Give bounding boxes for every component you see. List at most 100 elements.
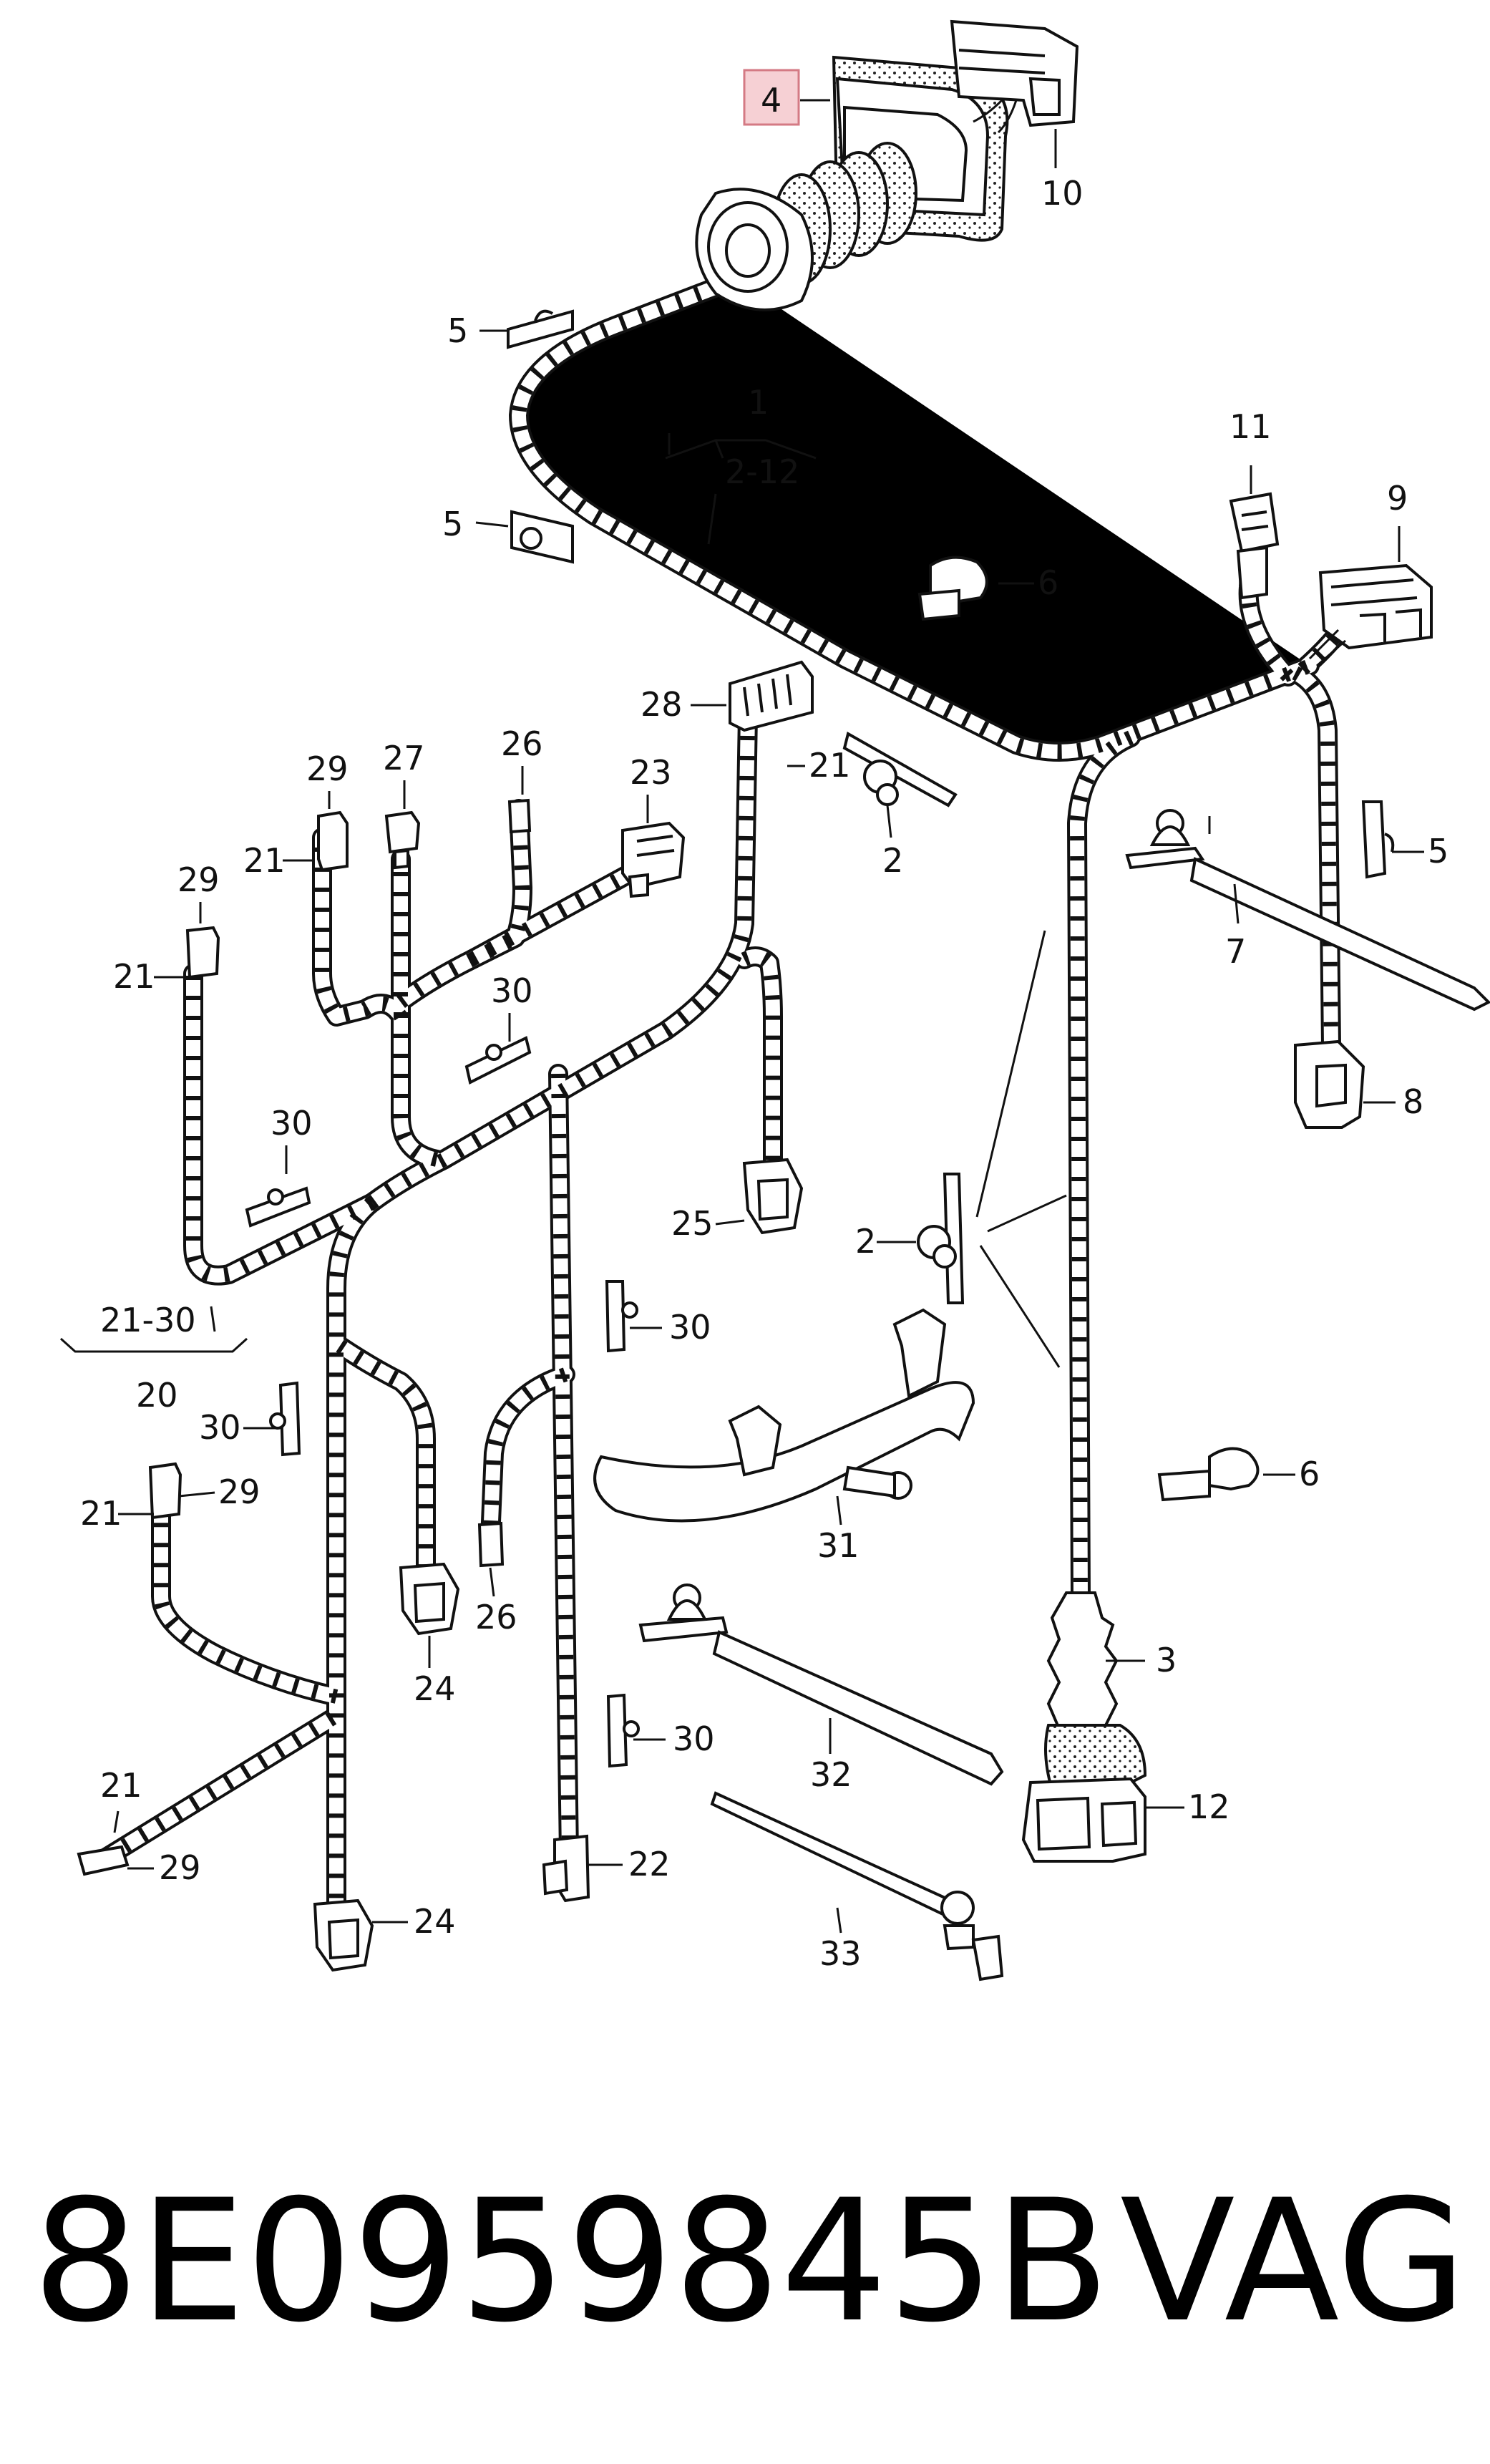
holder-part-6a <box>917 556 988 621</box>
callout-31: 31 <box>817 1526 860 1565</box>
callout-26b: 26 <box>475 1598 517 1636</box>
callout-3: 3 <box>1156 1641 1177 1679</box>
harness-wire-w-sub-23-wire-in <box>465 866 637 966</box>
connector-part-23 <box>621 821 686 898</box>
connector-part-8 <box>1294 1039 1365 1129</box>
callout-30a: 30 <box>491 971 533 1010</box>
callout-20: 20 <box>136 1376 178 1415</box>
callout-11: 11 <box>1230 407 1272 446</box>
callout-29b: 29 <box>177 860 220 899</box>
callout-5b: 5 <box>442 505 463 543</box>
connector-part-25 <box>742 1158 804 1235</box>
harness-wire-w-sub1-wire-in <box>365 709 755 1210</box>
harness-wire-w-29d-wire-in <box>93 1711 340 1868</box>
retainer-part-2a <box>842 731 958 807</box>
callout-22: 22 <box>628 1845 671 1883</box>
cable-tie-part-33 <box>710 1791 1004 1982</box>
callout-21b: 21 <box>243 841 286 880</box>
clip-part-30c <box>605 1280 638 1353</box>
callout-24b: 24 <box>414 1902 456 1941</box>
harness-wire-w-24a-wire-hatch <box>336 1339 433 1582</box>
callout-highlight-box <box>743 69 800 126</box>
callout-21d: 21 <box>80 1494 122 1533</box>
callout-29c: 29 <box>218 1473 260 1511</box>
harness-wire-w-sub2-wire-in <box>737 949 780 1167</box>
connector-part-22 <box>542 1834 590 1903</box>
brand-label: VAG <box>1120 2164 1466 2359</box>
connector-part-27 <box>384 810 421 870</box>
retainer-part-2b <box>917 930 1067 1368</box>
callout-12: 12 <box>1188 1788 1230 1826</box>
callout-labels: 4 10 5 1 2-12 5 6 11 9 28 21 2 5 29 27 2… <box>80 81 1448 1973</box>
callout-5c: 5 <box>1428 832 1448 870</box>
cable-tie-part-32 <box>638 1583 1004 1786</box>
callout-30d: 30 <box>199 1408 241 1447</box>
callout-1: 1 <box>748 383 769 422</box>
cable-tie-part-7 <box>1125 809 1490 1012</box>
harness-wire-w-main-wire-hatch <box>512 272 1313 759</box>
callout-6b: 6 <box>1299 1455 1320 1493</box>
harness-wire-w-leftv-wire-in <box>329 1195 379 1940</box>
clip-part-5c <box>1361 800 1395 879</box>
callout-29d: 29 <box>159 1848 201 1887</box>
connector-part-10 <box>950 19 1079 134</box>
harness-wire-w-26b-wire-hatch <box>483 1367 568 1540</box>
leader-lines <box>59 99 1424 1934</box>
callout-21c: 21 <box>113 957 155 996</box>
clip-part-30a <box>464 1036 532 1085</box>
clip-part-5b <box>510 510 574 564</box>
connector-part-26b <box>477 1521 505 1568</box>
callout-33: 33 <box>819 1934 862 1973</box>
connector-part-29b <box>185 926 220 979</box>
holder-part-6b <box>1157 1447 1260 1502</box>
callout-32: 32 <box>810 1755 852 1794</box>
bracket-part-31 <box>593 1308 975 1523</box>
connector-part-29c <box>148 1462 182 1520</box>
connector-part-24a <box>399 1562 460 1636</box>
connector-part-12 <box>1021 1724 1147 1863</box>
part-number: 8E0959845B <box>32 2164 1110 2359</box>
clip-part-30b <box>245 1186 311 1228</box>
callout-6a: 6 <box>1038 563 1058 602</box>
callout-8: 8 <box>1403 1082 1423 1121</box>
connector-part-28 <box>729 660 814 732</box>
connector-part-11 <box>1229 492 1280 600</box>
harness-wire-w-b8-wire-in <box>1288 666 1338 1052</box>
boot-part-3 <box>1046 1591 1119 1731</box>
connector-part-29d <box>77 1845 130 1876</box>
callout-21a: 21 <box>809 746 851 785</box>
callout-25: 25 <box>671 1204 714 1243</box>
harness-wire-w-sub-up29-wire-hatch <box>315 838 439 1167</box>
callout-7: 7 <box>1225 932 1246 971</box>
harness-wire-w-24a-wire <box>330 1336 436 1592</box>
callout-26a: 26 <box>501 724 543 763</box>
callout-1-range: 2-12 <box>725 452 799 491</box>
callout-24a: 24 <box>414 1669 456 1708</box>
clip-part-5a <box>507 309 574 349</box>
callout-20-range: 21-30 <box>100 1301 196 1339</box>
clip-part-30d <box>269 1381 301 1457</box>
grommet-part-4 <box>695 55 1009 311</box>
callout-23: 23 <box>630 753 672 792</box>
harness-wire-w-center-wire-in <box>551 1067 576 1861</box>
callout-30b: 30 <box>271 1104 313 1143</box>
clip-part-30e <box>606 1693 640 1768</box>
callout-5a: 5 <box>447 311 468 350</box>
connector-part-24b <box>313 1898 374 1972</box>
callout-10: 10 <box>1041 174 1084 213</box>
callout-30e: 30 <box>673 1720 715 1758</box>
callout-4: 4 <box>761 81 781 120</box>
harness-wire-w-right-wire-hatch <box>1070 730 1134 1597</box>
callout-21e: 21 <box>100 1766 142 1805</box>
callout-2b: 2 <box>855 1222 876 1261</box>
callout-2a: 2 <box>882 841 903 880</box>
harness-wire-w-sub-left-wire-hatch <box>186 974 376 1283</box>
connector-part-26a <box>507 798 532 834</box>
callout-9: 9 <box>1387 479 1408 518</box>
callout-27: 27 <box>383 739 425 777</box>
callout-29a: 29 <box>306 750 349 788</box>
connector-part-9 <box>1308 563 1433 667</box>
callout-28: 28 <box>641 685 683 724</box>
harness-wire-w-29c-wire-in <box>154 1489 344 1704</box>
